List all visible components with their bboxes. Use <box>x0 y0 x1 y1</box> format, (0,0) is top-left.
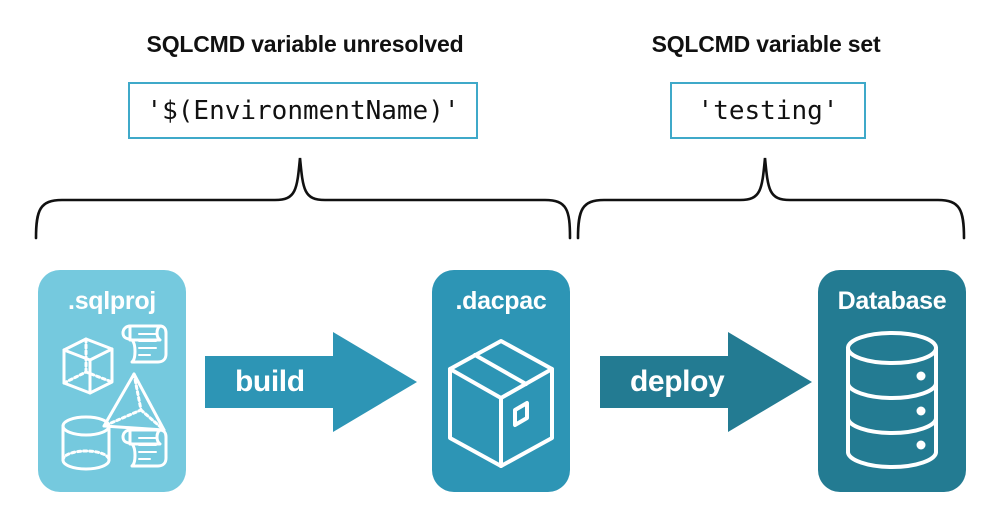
card-database[interactable]: Database <box>818 270 966 492</box>
heading-sqlcmd-variable-unresolved: SQLCMD variable unresolved <box>146 31 464 57</box>
database-dot-2 <box>916 406 926 416</box>
brace-right-icon <box>576 157 966 240</box>
card-sqlproj-label: .sqlproj <box>68 287 156 315</box>
shapes-and-scrolls-icon <box>61 324 168 471</box>
package-box-icon <box>448 339 554 468</box>
arrow-build: build <box>205 332 417 432</box>
database-cylinder-icon <box>846 331 938 469</box>
brace-group <box>34 157 966 240</box>
card-dacpac-label: .dacpac <box>455 287 547 315</box>
arrow-deploy-icon <box>600 332 812 432</box>
database-dot-3 <box>916 440 926 450</box>
database-dot-1 <box>916 371 926 381</box>
heading-sqlcmd-variable-set: SQLCMD variable set <box>651 31 881 57</box>
arrow-deploy: deploy <box>600 332 812 432</box>
card-dacpac[interactable]: .dacpac <box>432 270 570 492</box>
arrow-build-icon <box>205 332 417 432</box>
card-database-label: Database <box>837 287 947 315</box>
card-sqlproj[interactable]: .sqlproj <box>38 270 186 492</box>
code-box-testing: 'testing' <box>670 82 866 139</box>
code-box-environment-name: '$(EnvironmentName)' <box>128 82 478 139</box>
brace-left-icon <box>34 157 572 240</box>
